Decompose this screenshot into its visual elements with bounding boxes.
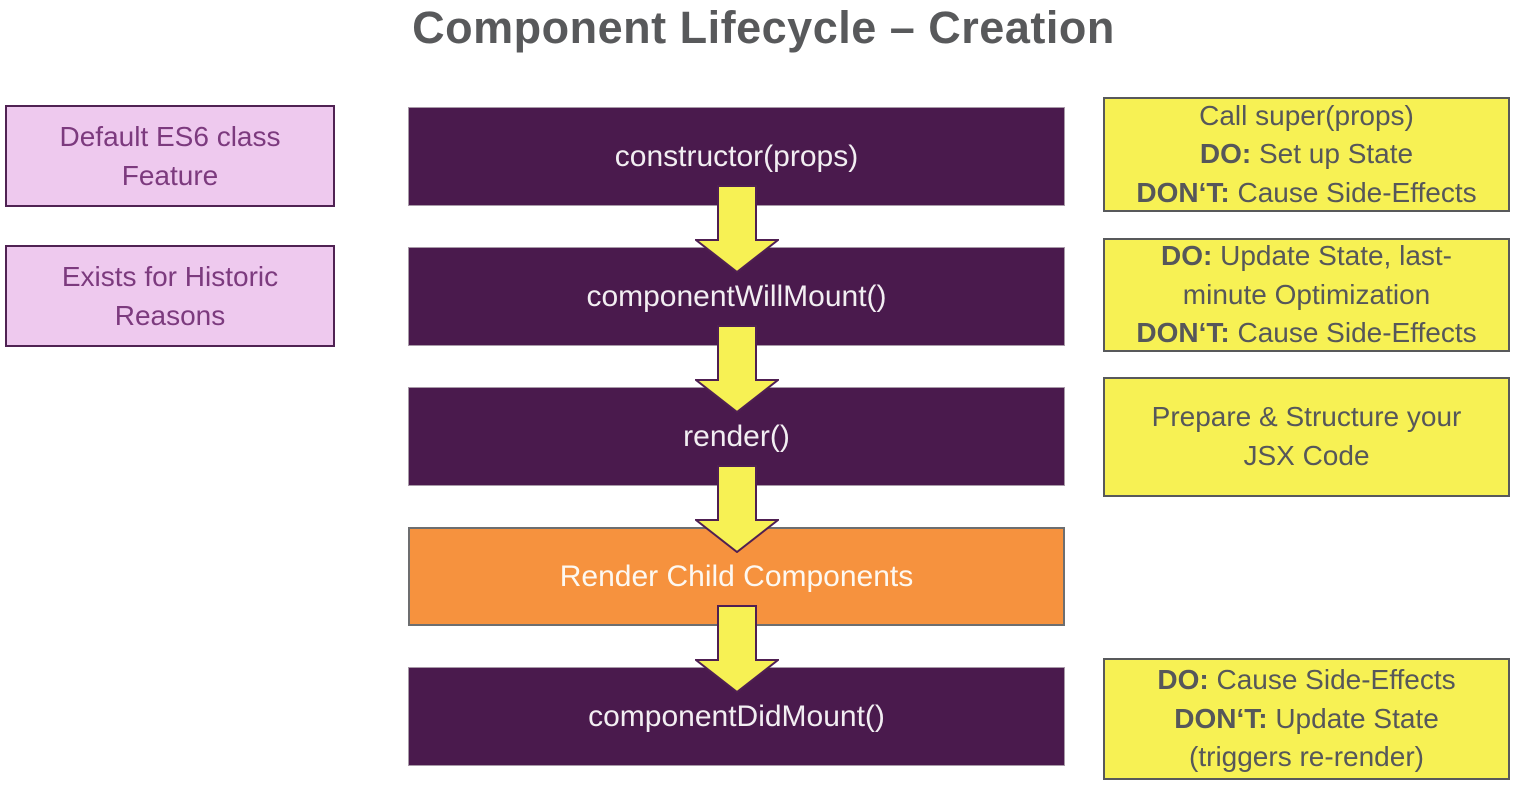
note-will-mount-dos-donts: DO: Update State, last-minute Optimizati… [1103, 238, 1510, 352]
down-arrow-icon [695, 185, 779, 273]
down-arrow-icon [695, 325, 779, 413]
down-arrow-icon [695, 605, 779, 693]
down-arrow-icon [695, 465, 779, 553]
page-title: Component Lifecycle – Creation [412, 2, 1115, 53]
